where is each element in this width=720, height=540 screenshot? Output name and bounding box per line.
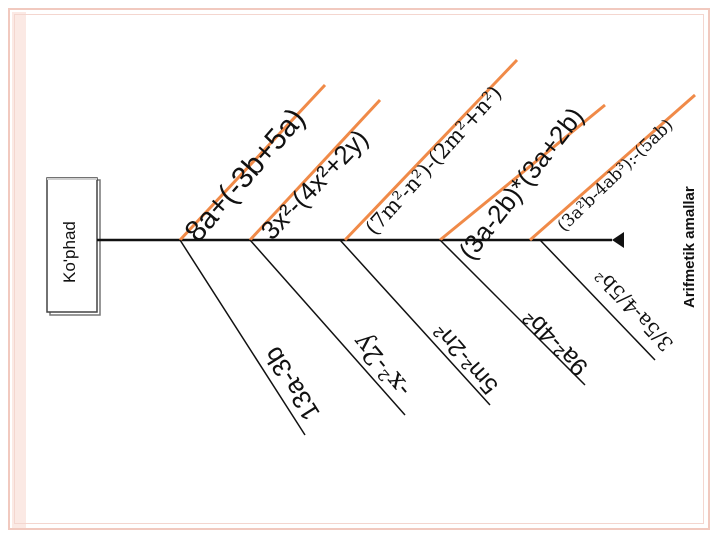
upper-bone-5 (529, 93, 696, 242)
slide-frame-inner (14, 14, 704, 524)
lower-bone-5 (539, 239, 656, 361)
head-label: Ko'phad (60, 221, 79, 283)
head-box-top (47, 178, 97, 180)
tail-label: Arifmetik amallar (681, 186, 698, 308)
slide-frame-outer (8, 8, 710, 530)
spine-arrow (612, 232, 624, 248)
upper-bone-1 (178, 83, 327, 242)
lower-bone-4 (439, 239, 586, 386)
lower-bone-2 (249, 239, 406, 416)
left-accent-bar (12, 12, 26, 528)
upper-bone-3 (343, 58, 519, 242)
lower-bone-3 (339, 239, 491, 406)
upper-bone-2 (248, 98, 382, 242)
upper-bone-4 (439, 103, 606, 242)
lower-bone-1 (179, 239, 306, 436)
